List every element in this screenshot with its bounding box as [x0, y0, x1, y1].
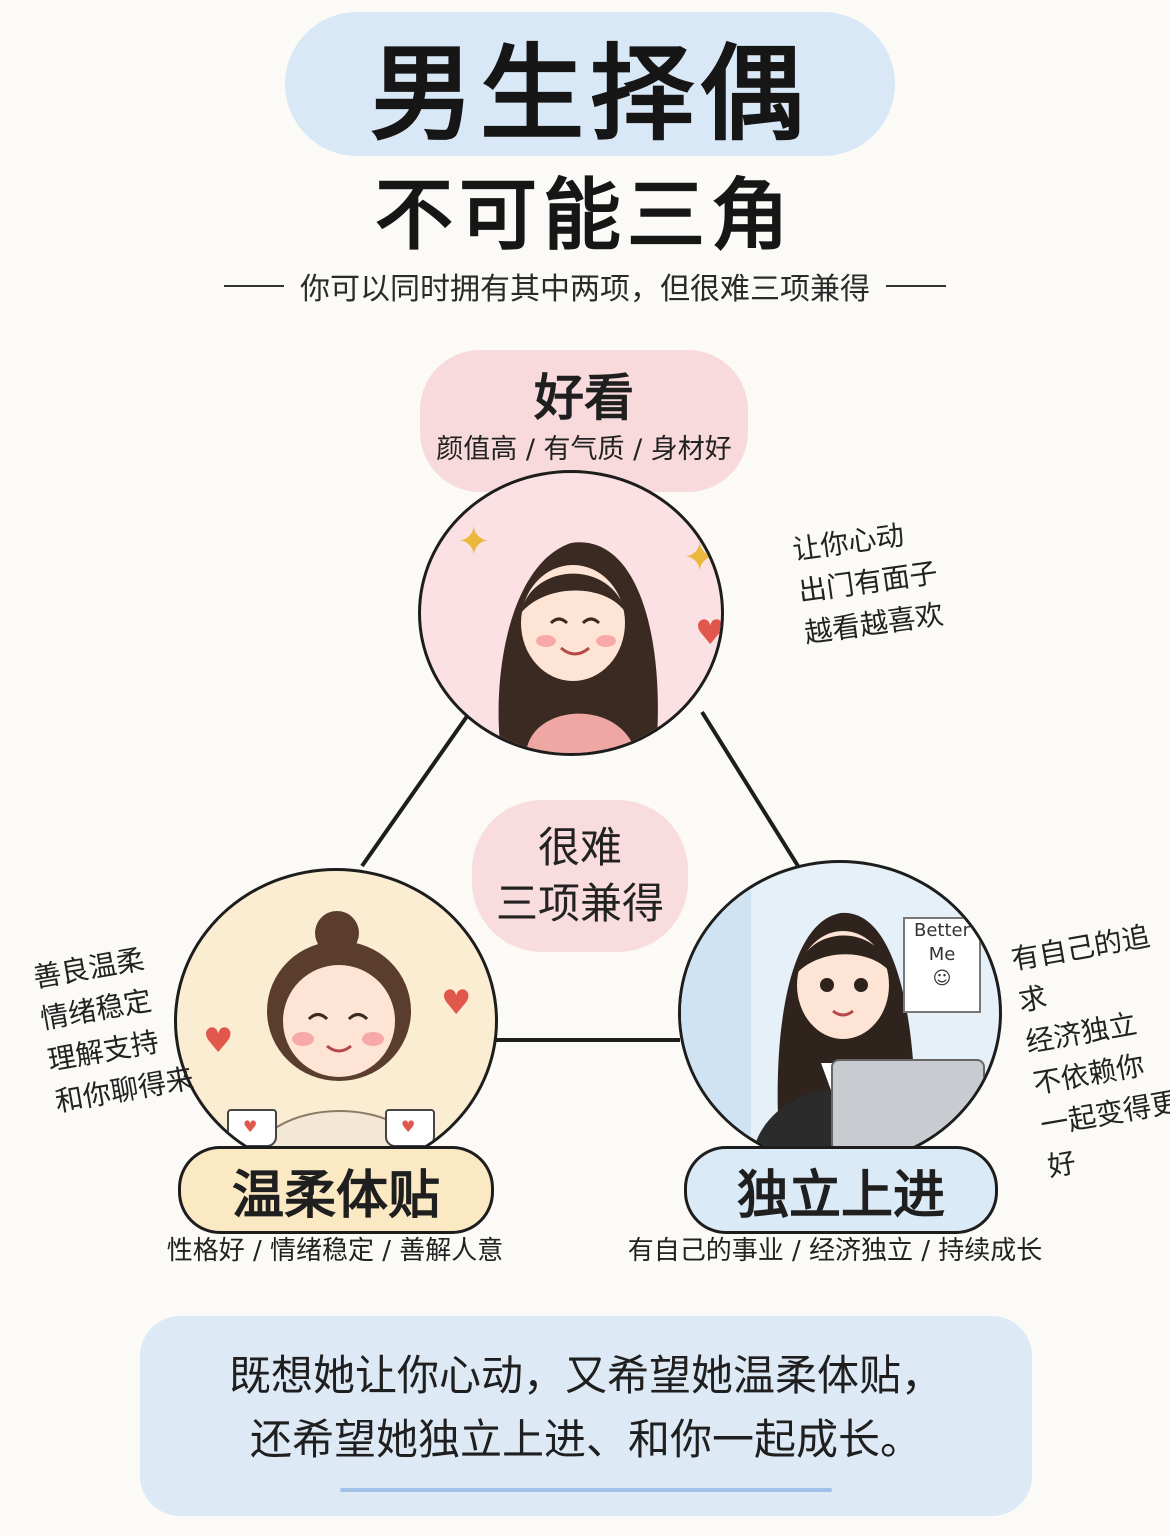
heart-icon: ♥ [441, 983, 472, 1023]
tagline-dash-right [886, 285, 946, 287]
top-vertex-desc: 颜值高 / 有气质 / 身材好 [436, 433, 732, 465]
center-text: 很难 三项兼得 [472, 806, 688, 946]
center-line-1: 很难 [537, 823, 622, 872]
tagline: 你可以同时拥有其中两项，但很难三项兼得 [0, 262, 1170, 310]
poster-smile: ☺ [932, 968, 952, 989]
page-title: 男生择偶 [369, 32, 810, 155]
heart-icon: ♥ [203, 1021, 234, 1061]
left-portrait: ♥ ♥ ♥ ♥ [174, 868, 498, 1174]
tagline-dash-left [224, 285, 284, 287]
top-vertex-label: 好看 [534, 369, 634, 427]
title-background [285, 12, 895, 156]
center-line-2: 三项兼得 [495, 879, 664, 928]
left-side-notes: 善良温柔 情绪稳定 理解支持 和你聊得来 [30, 934, 197, 1124]
poster-line: Me [928, 944, 956, 965]
edge-top-right [700, 710, 800, 868]
heart-icon: ♥ [695, 613, 724, 653]
edge-top-left [360, 710, 472, 868]
laptop-icon [831, 1059, 985, 1153]
top-label-cloud [420, 350, 748, 492]
poster-line: Better [913, 920, 970, 941]
sparkle-icon: ✦ [683, 535, 717, 581]
summary-text: 既想她让你心动，又希望她温柔体贴， 还希望她独立上进、和你一起成长。 [140, 1338, 1032, 1478]
page-subtitle: 不可能三角 [374, 171, 795, 261]
left-vertex-desc: 性格好 / 情绪稳定 / 善解人意 [166, 1235, 504, 1266]
left-vertex-label: 温柔体贴 [178, 1146, 494, 1234]
right-vertex-desc: 有自己的事业 / 经济独立 / 持续成长 [627, 1235, 1043, 1266]
top-side-notes: 让你心动 出门有面子 越看越喜欢 [790, 511, 946, 655]
right-portrait: Better Me ☺ [678, 860, 1002, 1166]
tagline-text: 你可以同时拥有其中两项，但很难三项兼得 [300, 272, 870, 307]
summary-underline [340, 1488, 832, 1492]
summary-box [140, 1316, 1032, 1516]
girl-illustration-top [498, 542, 658, 753]
coffee-mug-icon: ♥ [227, 1109, 277, 1147]
summary-line-1: 既想她让你心动，又希望她温柔体贴， [228, 1351, 943, 1400]
right-vertex-label: 独立上进 [684, 1146, 998, 1234]
center-cloud [472, 800, 688, 952]
sparkle-icon: ✦ [457, 519, 491, 565]
top-portrait: ✦ ✦ ♥ [418, 470, 724, 756]
summary-line-2: 还希望她独立上进、和你一起成长。 [249, 1415, 922, 1464]
poster: Better Me ☺ [903, 917, 981, 1013]
coffee-mug-icon: ♥ [385, 1109, 435, 1147]
